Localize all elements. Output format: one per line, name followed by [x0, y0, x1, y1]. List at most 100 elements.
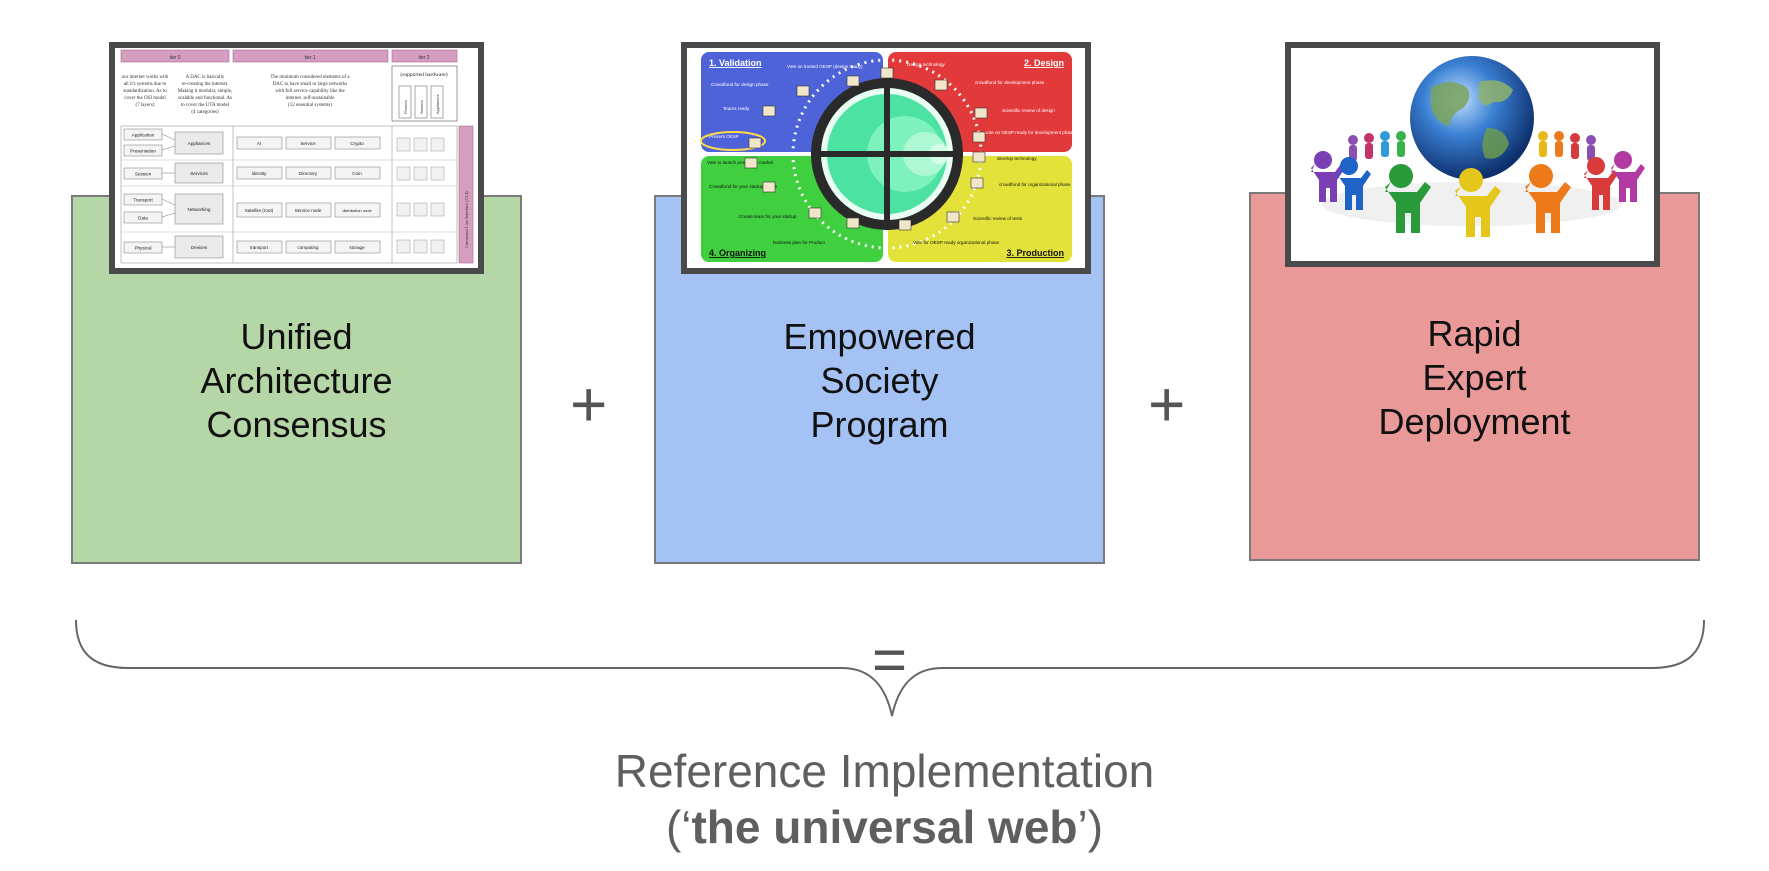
wheel-note: Vote on trusted OESP (design ready): [787, 64, 863, 69]
category: Devices: [191, 245, 208, 250]
architecture-table-svg: tier 0 tier 1 tier 2 our internet works …: [120, 49, 474, 264]
architecture-table-image: tier 0 tier 1 tier 2 our internet works …: [109, 42, 484, 274]
system: Coin: [352, 171, 362, 176]
wheel-note: business plan for Product: [773, 240, 826, 245]
desc-text: with full service capability like the: [275, 89, 345, 94]
tier-header: tier 0: [169, 55, 180, 61]
tier-header: tier 1: [304, 55, 315, 61]
panel-label-line: Unified: [240, 316, 353, 357]
panel-label: Rapid Expert Deployment: [1251, 312, 1698, 444]
quadrant-title: 2. Design: [1024, 58, 1064, 68]
tier-header-box: [232, 49, 389, 63]
osi-layer: Application: [132, 133, 155, 138]
lifecycle-wheel-image: 1. Validation 2. Design 4. Organizing 3.…: [681, 42, 1091, 274]
desc-text: A DAC is basically: [186, 75, 225, 80]
wheel-note: Crowdfund for your startup phase: [709, 184, 778, 189]
desc-text: cover the OSI model: [124, 96, 166, 101]
panel-label-line: Program: [810, 404, 949, 445]
desc-text: (7 layers): [135, 103, 154, 108]
desc-text: The minimum considered elements of a: [270, 75, 350, 80]
wheel-note: Present OESP: [709, 134, 739, 139]
hardware-col: Phones: [403, 100, 408, 114]
wheel-note: crowdfund for development phase: [975, 80, 1045, 85]
quadrant-title: 3. Production: [1006, 248, 1064, 258]
panel-label-line: Expert: [1422, 357, 1527, 398]
lifecycle-wheel-svg: 1. Validation 2. Design 4. Organizing 3.…: [687, 48, 1085, 268]
system: Satellite (root): [245, 208, 274, 213]
wheel-note: Scientific review of design: [1002, 108, 1055, 113]
system: Directory: [299, 171, 318, 176]
result-line-2: (‘the universal web’): [0, 800, 1769, 854]
desc-text: standardization. As to: [123, 89, 167, 94]
globe-people-image: [1285, 42, 1660, 267]
osi-layer: Physical: [134, 246, 151, 251]
system: Crypto: [350, 141, 364, 146]
tier-header-box: [391, 49, 458, 63]
result-prefix: (‘: [665, 801, 692, 853]
wheel-note: Create team for your startup: [739, 214, 797, 219]
wheel-note: Vote to launch product to market: [707, 160, 774, 165]
system: Service node: [295, 208, 322, 213]
highlight-ellipse: [700, 131, 766, 151]
cli-label: Command Line Interface (CLI): [464, 191, 469, 248]
panel-label-line: Architecture: [200, 360, 393, 401]
system: transport: [250, 245, 269, 250]
osi-layer: Transport: [133, 198, 153, 203]
pictogram-icons: [744, 67, 988, 231]
result-line-1: Reference Implementation: [614, 745, 1155, 797]
osi-layer: Data: [138, 216, 148, 221]
tier-header: tier 2: [418, 55, 429, 61]
people-circle-icon: [1311, 131, 1645, 237]
quadrant-title: 1. Validation: [709, 58, 762, 68]
desc-text: (4 categories): [191, 110, 219, 115]
osi-layer: Session: [135, 172, 152, 177]
hardware-col: Appliances: [435, 94, 440, 114]
desc-text: scalable and functional. As: [178, 96, 232, 101]
wheel-note: crowdfund for organizational phase: [999, 182, 1071, 187]
hardware-col: Servers: [419, 100, 424, 114]
osi-layer: Presentation: [130, 149, 156, 154]
panel-label: Unified Architecture Consensus: [73, 315, 520, 447]
wheel-note: vote on OESP ready for development phase: [985, 130, 1075, 135]
table-outline: [120, 125, 458, 264]
system: distribution node: [342, 208, 372, 213]
desc-text: our internet works with: [122, 75, 169, 80]
desc-text: all it's systems due to: [124, 82, 167, 87]
category: Networking: [188, 207, 211, 212]
panel-label-line: Consensus: [206, 404, 387, 445]
system: Identity: [252, 171, 268, 176]
desc-text: DAC to have small or large networks: [273, 82, 348, 87]
wheel-note: Design technology: [907, 62, 945, 67]
hardware-box: [391, 65, 458, 122]
tier-header-box: [120, 49, 230, 63]
system: storage: [349, 245, 365, 250]
panel-label-line: Rapid: [1427, 313, 1522, 354]
system: computing: [297, 245, 319, 250]
category: Services: [190, 171, 208, 176]
equals-sign: =: [872, 626, 908, 693]
cli-strip: [458, 125, 474, 264]
wheel-note: Crowdfund for design phase: [711, 82, 769, 87]
plus-sign: +: [570, 368, 608, 440]
wheel-note: Scientific review of tests: [973, 216, 1023, 221]
result-suffix: ’): [1077, 801, 1104, 853]
plus-sign: +: [1148, 368, 1186, 440]
quadrant-title: 4. Organizing: [709, 248, 766, 258]
globe-people-svg: [1291, 48, 1654, 261]
wheel-note: Vote for OESP ready organizational phase: [913, 240, 1000, 245]
desc-text: internet. self-sustainable: [286, 96, 336, 101]
result-bold: the universal web: [691, 801, 1078, 853]
panel-label-line: Empowered: [783, 316, 976, 357]
desc-text: re-creating the internet.: [182, 82, 229, 87]
wheel-note: develop technology: [997, 156, 1037, 161]
hardware-header: (supported hardware): [400, 71, 447, 78]
wheel-note: Teams ready: [723, 106, 750, 111]
panel-label-line: Deployment: [1378, 401, 1571, 442]
system: AI: [257, 141, 261, 146]
system: Service: [300, 141, 316, 146]
desc-text: Making it modular, simple,: [178, 89, 232, 94]
desc-text: (12 essential systems): [288, 103, 332, 108]
desc-text: to cover the UTA model: [181, 103, 230, 108]
panel-label-line: Society: [820, 360, 939, 401]
